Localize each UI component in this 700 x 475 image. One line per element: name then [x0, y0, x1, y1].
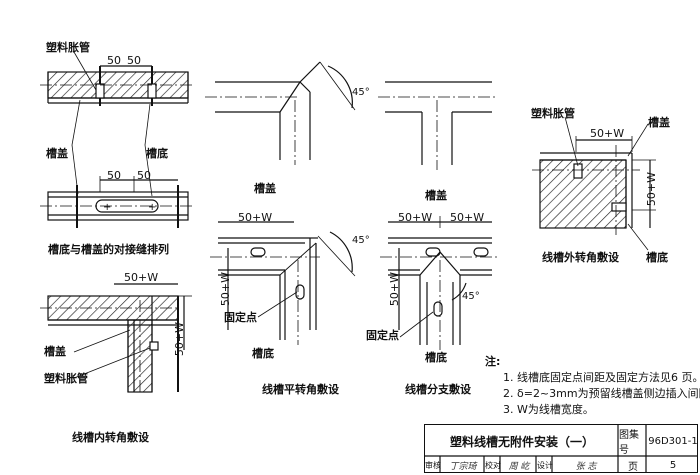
- check-signature: 周 屹: [508, 462, 530, 472]
- angle-45-label: 45°: [462, 291, 480, 302]
- page-label: 页: [628, 462, 638, 473]
- atlas-label: 图集号: [619, 430, 639, 456]
- base-label: 槽底: [425, 351, 447, 364]
- tee-cover-drawing: [378, 81, 498, 170]
- title-block: 塑料线槽无附件安装（一） 图集号 96D301-1 审核 丁宗琦 校对 周 屹 …: [424, 424, 698, 473]
- drawing-title: 塑料线槽无附件安装（一）: [449, 434, 594, 449]
- cover-label: 槽盖: [46, 147, 68, 160]
- review-label: 审核: [425, 461, 441, 470]
- dim-50-label: 50: [137, 169, 151, 182]
- corner-cover-drawing: [205, 61, 356, 165]
- design-signature: 张 志: [575, 462, 597, 472]
- caption-flat-corner: 线槽平转角敷设: [262, 383, 339, 396]
- design-label: 设计: [537, 461, 553, 470]
- angle-45-label: 45°: [352, 87, 370, 98]
- dim-50-label: 50: [107, 169, 121, 182]
- fixing-point-label: 固定点: [366, 329, 399, 342]
- atlas-number: 96D301-1: [648, 435, 698, 447]
- cover-label: 槽盖: [44, 345, 66, 358]
- caption-inner-corner: 线槽内转角敷设: [72, 431, 149, 444]
- dim-50w-vertical-label: 50+W: [645, 172, 658, 207]
- angle-45-label: 45°: [352, 235, 370, 246]
- title-block-lines: [424, 424, 698, 473]
- plastic-anchor-label: 塑料胀管: [44, 372, 88, 385]
- dim-50w-label: 50+W: [450, 211, 485, 224]
- flat-corner-drawing: [210, 221, 356, 345]
- note-item: 2. δ=2~3mm为预留线槽盖侧边插入间隙;: [503, 387, 700, 400]
- page-number: 5: [669, 460, 677, 471]
- cover-label: 槽盖: [425, 189, 447, 202]
- svg-text:+: +: [148, 202, 156, 213]
- base-label: 槽底: [146, 147, 168, 160]
- caption-outer-corner: 线槽外转角敷设: [542, 251, 619, 264]
- plastic-anchor-label: 塑料胀管: [531, 107, 575, 120]
- dim-50w-label: 50+W: [398, 211, 433, 224]
- dim-50w-label: 50+W: [590, 127, 625, 140]
- joint-arrangement-drawing: + +: [40, 51, 195, 228]
- dim-50w-label: 50+W: [238, 211, 273, 224]
- dim-50w-vertical-label: 50+W: [219, 272, 232, 307]
- fixing-point-label: 固定点: [224, 311, 257, 324]
- notes-heading: 注:: [485, 355, 501, 368]
- cover-label: 槽盖: [648, 116, 670, 129]
- note-item: 3. W为线槽宽度。: [503, 403, 594, 416]
- plastic-anchor-label: 塑料胀管: [46, 41, 90, 54]
- dim-50w-vertical-label: 50+W: [173, 322, 186, 357]
- outer-corner-drawing: [532, 116, 656, 251]
- dim-50w-label: 50+W: [124, 271, 159, 284]
- tee-branch-drawing: [380, 216, 500, 350]
- dim-50-label: 50: [127, 54, 141, 67]
- review-signature: 丁宗琦: [449, 462, 477, 472]
- svg-text:+: +: [103, 202, 111, 213]
- base-label: 槽底: [646, 251, 668, 264]
- base-label: 槽底: [252, 347, 274, 360]
- check-label: 校对: [485, 461, 501, 470]
- dim-50-label: 50: [107, 54, 121, 67]
- dim-50w-vertical-label: 50+W: [388, 272, 401, 307]
- notes-block: 注: 1. 线槽底固定点间距及固定方法见6 页。 2. δ=2~3mm为预留线槽…: [485, 354, 700, 418]
- inner-corner-drawing: [40, 283, 192, 395]
- note-item: 1. 线槽底固定点间距及固定方法见6 页。: [503, 371, 700, 384]
- caption-joint-arrangement: 槽底与槽盖的对接缝排列: [48, 243, 169, 256]
- cover-label: 槽盖: [254, 182, 276, 195]
- caption-tee-branch: 线槽分支敷设: [405, 383, 471, 396]
